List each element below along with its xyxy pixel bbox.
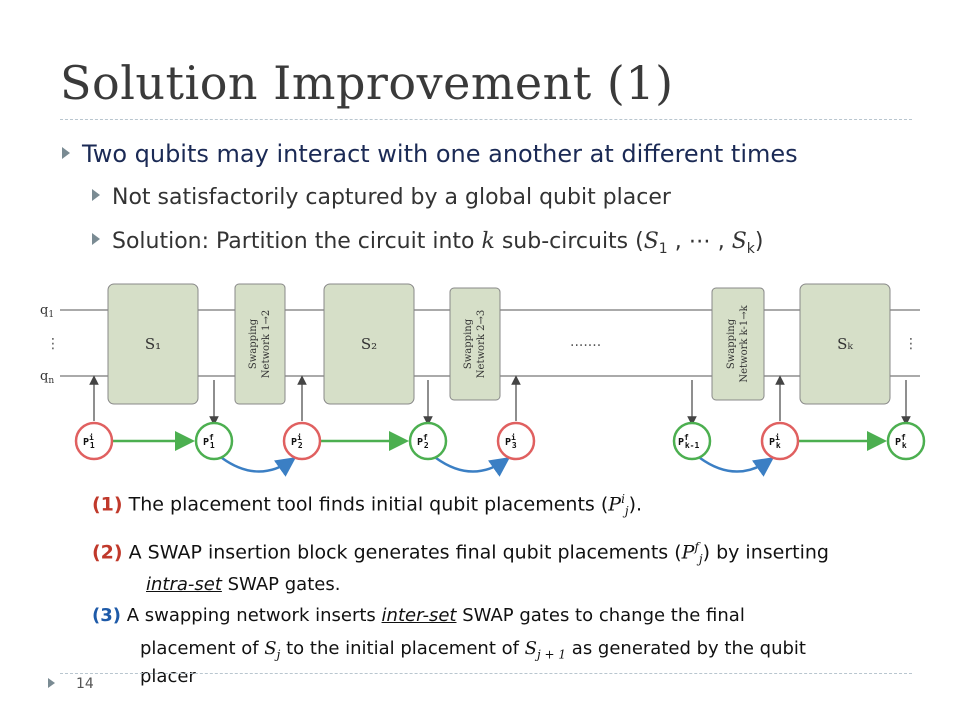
middle-ellipsis: ....... — [570, 334, 601, 350]
bullet-text: Solution: Partition the circuit into k s… — [112, 229, 764, 257]
slide-title: Solution Improvement (1) — [60, 56, 674, 110]
placement-node-circle — [282, 421, 322, 461]
right-dots: ⋮ — [904, 336, 918, 352]
placement-node-circle — [760, 421, 800, 461]
swapping-network-arrow — [221, 456, 297, 477]
bullet-triangle-icon — [92, 233, 100, 245]
bullet-level2: Solution: Partition the circuit into k s… — [92, 229, 763, 257]
title-divider — [60, 119, 912, 120]
page-number: 14 — [76, 676, 94, 692]
subcircuit-block — [799, 283, 891, 405]
wire-top-label: q1 — [40, 303, 54, 320]
step-3: (3) A swapping network inserts inter-set… — [92, 605, 745, 626]
bullet-triangle-icon — [62, 147, 70, 159]
subcircuit-block — [323, 283, 415, 405]
placement-node-circle — [194, 421, 234, 461]
swapping-network-arrow — [699, 456, 775, 477]
subcircuit-label: Sₖ — [837, 335, 853, 353]
step-2: (2) A SWAP insertion block generates fin… — [92, 540, 829, 567]
footer-divider — [60, 673, 912, 674]
subcircuit-label: S₂ — [361, 335, 377, 353]
swapping-network-arrow — [435, 456, 511, 477]
swapping-network-block — [711, 287, 765, 401]
bullet-level1: Two qubits may interact with one another… — [62, 140, 798, 168]
subcircuit-block — [107, 283, 199, 405]
swapping-network-block — [234, 283, 286, 405]
step-3-continuation-2: placer — [140, 666, 196, 687]
bullet-triangle-icon — [92, 189, 100, 201]
wire-bottom-label: qn — [40, 369, 54, 386]
swapping-network-block — [449, 287, 501, 401]
step-1: (1) The placement tool finds initial qub… — [92, 492, 643, 519]
step-2-continuation: intra-set SWAP gates. — [146, 574, 341, 595]
placement-node-circle — [672, 421, 712, 461]
bullet-level2: Not satisfactorily captured by a global … — [92, 185, 671, 210]
placement-node-circle — [496, 421, 536, 461]
step-3-continuation: placement of Sj to the initial placement… — [140, 638, 806, 662]
placement-node-circle — [408, 421, 448, 461]
bullet-text: Two qubits may interact with one another… — [82, 140, 798, 168]
subcircuit-label: S₁ — [145, 335, 161, 353]
footer-triangle-icon — [48, 678, 55, 688]
placement-node-circle — [886, 421, 926, 461]
placement-node-circle — [74, 421, 114, 461]
wire-dots: ⋮ — [46, 336, 60, 352]
bullet-text: Not satisfactorily captured by a global … — [112, 185, 671, 210]
